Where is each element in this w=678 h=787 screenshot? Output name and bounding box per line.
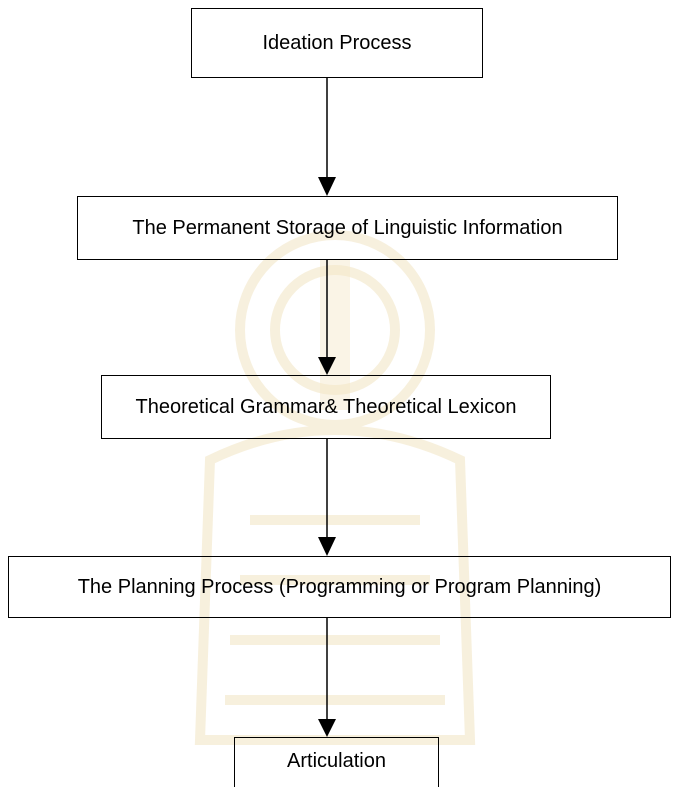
node-planning-process: The Planning Process (Programming or Pro… (8, 556, 671, 618)
watermark-seal (194, 230, 476, 745)
arrow-3-head (318, 537, 336, 556)
node-label: Articulation (287, 750, 386, 772)
node-label: The Permanent Storage of Linguistic Info… (132, 216, 563, 239)
node-label: Theoretical Grammar& Theoretical Lexicon (135, 395, 517, 418)
arrow-4-head (318, 719, 336, 737)
node-label: The Planning Process (Programming or Pro… (77, 575, 602, 598)
node-ideation-process: Ideation Process (191, 8, 483, 78)
node-theoretical-grammar-lexicon: Theoretical Grammar& Theoretical Lexicon (101, 375, 551, 439)
node-permanent-storage: The Permanent Storage of Linguistic Info… (77, 196, 618, 260)
arrow-2-head (318, 357, 336, 375)
arrow-1-head (318, 177, 336, 196)
node-label: Ideation Process (262, 31, 412, 54)
node-articulation: Articulation (234, 737, 439, 787)
